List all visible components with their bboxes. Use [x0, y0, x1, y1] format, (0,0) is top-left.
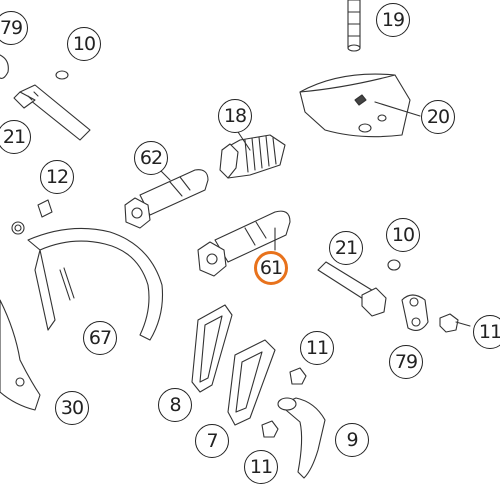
part-19-rod[interactable] — [347, 0, 361, 52]
leader-lines — [159, 101, 421, 251]
callout-9[interactable]: 9 — [335, 423, 369, 457]
callout-79-right[interactable]: 79 — [389, 345, 423, 379]
part-18-spring-gear[interactable] — [219, 134, 286, 179]
callout-label: 11 — [249, 456, 273, 478]
callout-18[interactable]: 18 — [218, 99, 252, 133]
callout-label: 11 — [478, 321, 500, 343]
callout-21-right[interactable]: 21 — [329, 231, 363, 265]
part-20-block[interactable] — [299, 73, 411, 138]
callout-label: 61 — [259, 257, 283, 279]
callout-21-left[interactable]: 21 — [0, 120, 31, 154]
part-11-bolt-right[interactable] — [439, 313, 471, 333]
callout-label: 30 — [60, 397, 84, 419]
callout-12[interactable]: 12 — [40, 160, 74, 194]
callout-label: 8 — [169, 394, 181, 416]
callout-30[interactable]: 30 — [55, 391, 89, 425]
part-61-shaft[interactable] — [197, 210, 291, 277]
callout-11-right[interactable]: 11 — [473, 315, 500, 349]
part-7-cover[interactable] — [227, 339, 276, 426]
part-11-bolt-mid[interactable] — [289, 367, 307, 385]
part-12-pin[interactable] — [37, 199, 53, 218]
callout-10-top[interactable]: 10 — [67, 27, 101, 61]
callout-label: 79 — [0, 17, 23, 39]
part-10-washer-top[interactable] — [55, 70, 69, 80]
callout-label: 62 — [139, 147, 163, 169]
callout-67[interactable]: 67 — [83, 321, 117, 355]
callout-label: 7 — [206, 430, 218, 452]
callout-62[interactable]: 62 — [134, 141, 168, 175]
callout-8[interactable]: 8 — [158, 388, 192, 422]
part-62-shaft[interactable] — [124, 169, 209, 229]
callout-label: 12 — [45, 166, 69, 188]
callout-79-top[interactable]: 79 — [0, 11, 28, 45]
part-8-gasket[interactable] — [191, 304, 233, 393]
part-21-shaft-right[interactable] — [317, 261, 387, 317]
callout-10-right[interactable]: 10 — [386, 218, 420, 252]
part-30-bracket[interactable] — [0, 299, 41, 411]
callout-label: 18 — [223, 105, 247, 127]
callout-label: 21 — [2, 126, 26, 148]
part-10-washer-right[interactable] — [387, 259, 401, 271]
callout-19[interactable]: 19 — [376, 3, 410, 37]
part-21-shaft-left[interactable] — [13, 84, 91, 141]
callout-label: 9 — [346, 429, 358, 451]
callout-label: 10 — [72, 33, 96, 55]
part-small-bolt-left[interactable] — [11, 221, 25, 235]
callout-label: 11 — [305, 337, 329, 359]
callout-label: 10 — [391, 224, 415, 246]
part-67-chain-guide[interactable] — [27, 227, 164, 341]
callout-label: 79 — [394, 351, 418, 373]
callout-11-mid[interactable]: 11 — [300, 331, 334, 365]
callout-61-highlighted[interactable]: 61 — [254, 251, 288, 285]
part-9-lever[interactable] — [277, 397, 326, 479]
callout-label: 67 — [88, 327, 112, 349]
callout-11-bottom[interactable]: 11 — [244, 450, 278, 484]
callout-7[interactable]: 7 — [195, 424, 229, 458]
part-79-bracket[interactable] — [401, 294, 429, 331]
callout-label: 20 — [426, 106, 450, 128]
callout-label: 19 — [381, 9, 405, 31]
part-79-left-edge[interactable] — [0, 54, 9, 79]
callout-label: 21 — [334, 237, 358, 259]
part-11-bolt-low[interactable] — [261, 420, 279, 438]
callout-20[interactable]: 20 — [421, 100, 455, 134]
